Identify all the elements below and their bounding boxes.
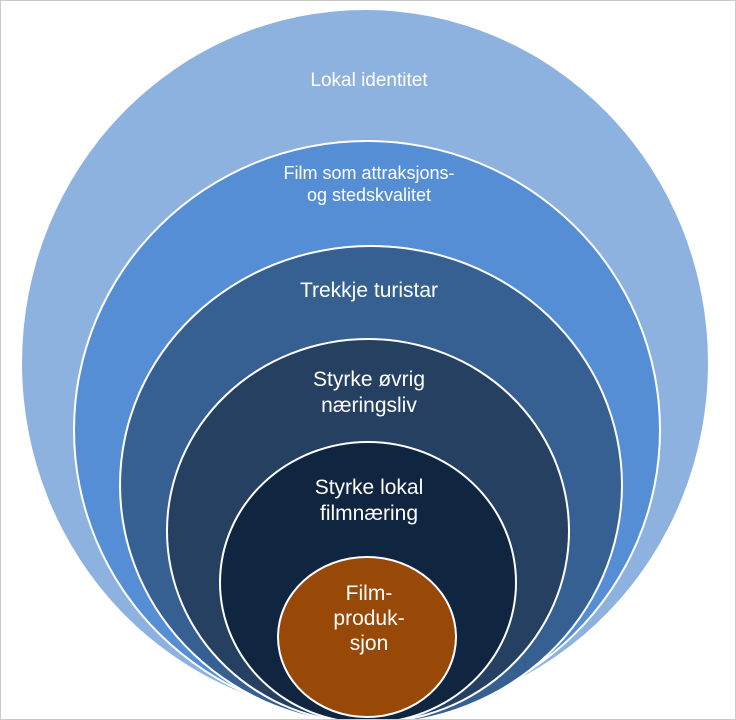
label-filmproduksjon: Film- produk- sjon [333,582,405,656]
label-trekkje-turistar: Trekkje turistar [299,279,439,302]
label-film-attraksjon: Film som attraksjons- og stedskvalitet [283,163,455,205]
label-styrke-naeringsliv: Styrke øvrig næringsliv [312,368,425,417]
label-lokal-identitet: Lokal identitet [310,70,428,91]
label-styrke-filmnaering: Styrke lokal filmnæring [314,476,424,525]
core-filmproduksjon [277,556,457,718]
